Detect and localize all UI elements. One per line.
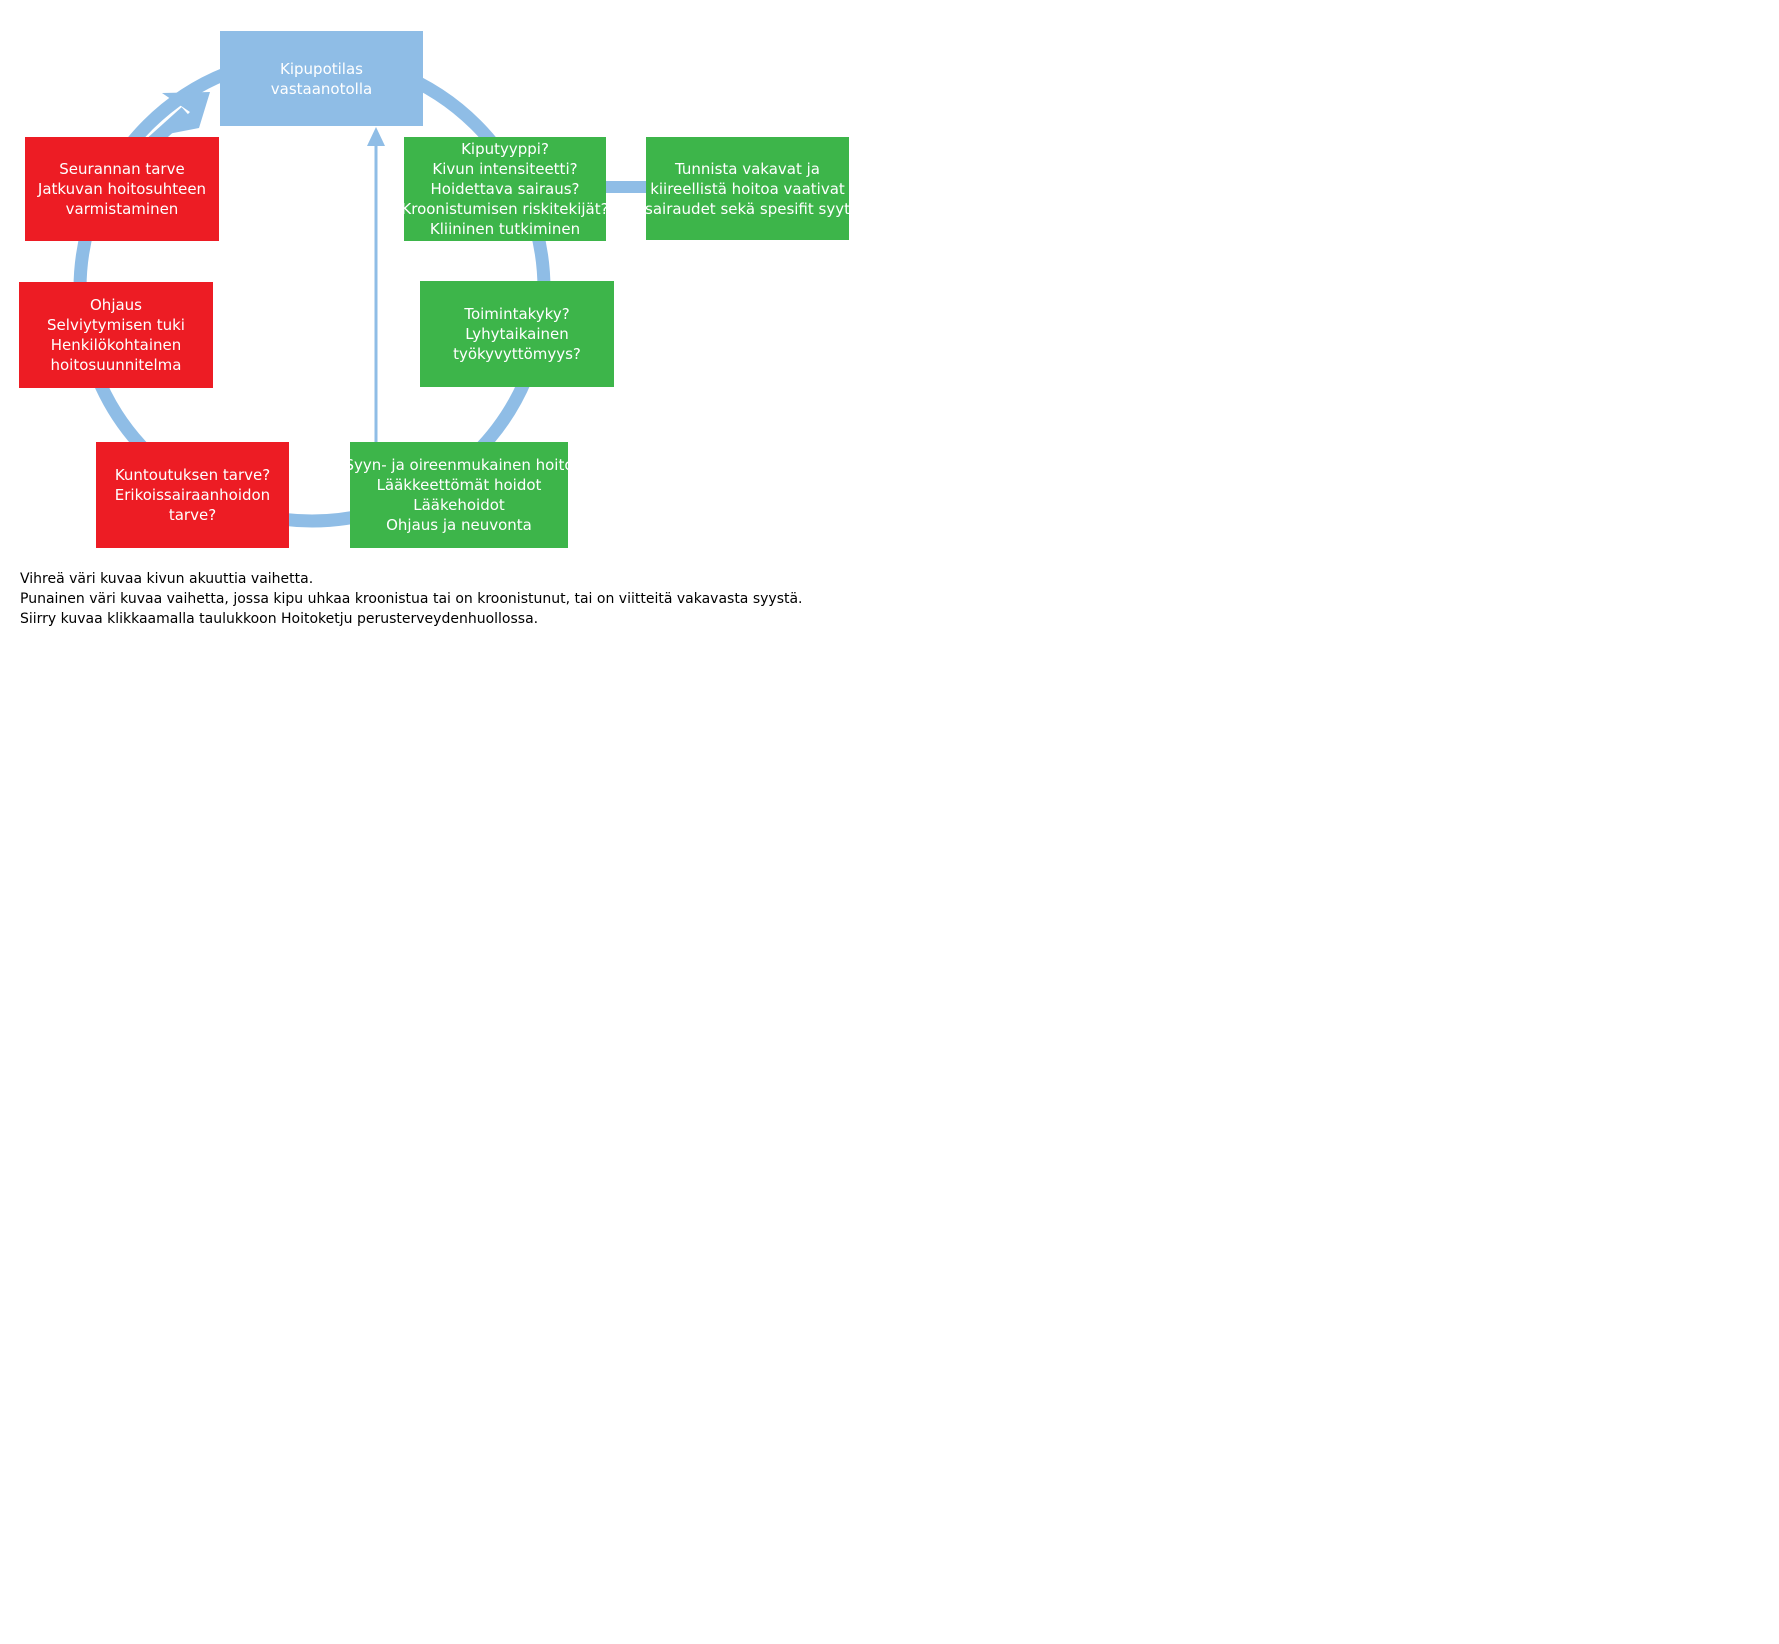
node-urgent-line: Tunnista vakavat ja bbox=[675, 159, 820, 178]
legend-red-text: Punainen väri kuvaa vaihetta, jossa kipu… bbox=[20, 591, 803, 607]
node-rehab-line: Erikoissairaanhoidon bbox=[114, 486, 271, 504]
node-assessment-line: Kiputyyppi? bbox=[461, 140, 549, 158]
legend-green-text: Vihreä väri kuvaa kivun akuuttia vaihett… bbox=[20, 571, 314, 587]
node-treatment-line: Lääkkeettömät hoidot bbox=[376, 476, 542, 494]
node-guidance-line: hoitosuunnitelma bbox=[50, 356, 182, 374]
node-treatment-line: Ohjaus ja neuvonta bbox=[386, 516, 532, 534]
node-followup: Seurannan tarve Jatkuvan hoitosuhteen va… bbox=[25, 137, 219, 241]
node-assessment-line: Kivun intensiteetti? bbox=[432, 160, 578, 178]
node-rehab-line: Kuntoutuksen tarve? bbox=[114, 466, 271, 484]
node-guidance-line: Selviytymisen tuki bbox=[47, 316, 185, 334]
node-assessment-line: Hoidettava sairaus? bbox=[430, 180, 580, 198]
node-assessment-line: Kliininen tutkiminen bbox=[429, 220, 581, 238]
node-assessment: Kiputyyppi? Kivun intensiteetti? Hoidett… bbox=[401, 137, 609, 241]
cycle-arrowhead bbox=[162, 92, 210, 134]
node-treatment: Syyn- ja oireenmukainen hoito Lääkkeettö… bbox=[344, 442, 574, 548]
node-function: Toimintakyky? Lyhytaikainen työkyvyttömy… bbox=[420, 281, 614, 387]
node-treatment-line: Lääkehoidot bbox=[413, 496, 505, 514]
node-start-line: Kipupotilas bbox=[280, 59, 363, 78]
node-guidance-line: Henkilökohtainen bbox=[50, 336, 182, 354]
node-rehab: Kuntoutuksen tarve? Erikoissairaanhoidon… bbox=[96, 442, 289, 548]
node-rehab-line: tarve? bbox=[168, 506, 217, 524]
node-guidance: Ohjaus Selviytymisen tuki Henkilökohtain… bbox=[19, 282, 213, 388]
node-start: Kipupotilas vastaanotolla bbox=[220, 31, 423, 126]
node-urgent-line: kiireellistä hoitoa vaativat bbox=[650, 179, 845, 198]
node-followup-line: Seurannan tarve bbox=[59, 160, 185, 178]
node-function-line: Lyhytaikainen bbox=[465, 325, 569, 343]
node-guidance-line: Ohjaus bbox=[90, 296, 142, 314]
node-followup-line: Jatkuvan hoitosuhteen bbox=[37, 180, 207, 198]
node-followup-line: varmistaminen bbox=[65, 200, 179, 218]
node-start-line: vastaanotolla bbox=[270, 79, 373, 98]
node-urgent-line: sairaudet sekä spesifit syyt bbox=[645, 199, 850, 218]
node-function-line: työkyvyttömyys? bbox=[453, 345, 581, 363]
node-assessment-line: Kroonistumisen riskitekijät? bbox=[401, 200, 609, 218]
node-treatment-line: Syyn- ja oireenmukainen hoito bbox=[344, 456, 574, 474]
legend: Vihreä väri kuvaa kivun akuuttia vaihett… bbox=[20, 569, 803, 629]
node-function-line: Toimintakyky? bbox=[464, 305, 570, 323]
node-urgent: Tunnista vakavat ja kiireellistä hoitoa … bbox=[645, 137, 850, 240]
legend-link-text[interactable]: Siirry kuvaa klikkaamalla taulukkoon Hoi… bbox=[20, 611, 539, 627]
return-arrowhead bbox=[367, 127, 385, 146]
